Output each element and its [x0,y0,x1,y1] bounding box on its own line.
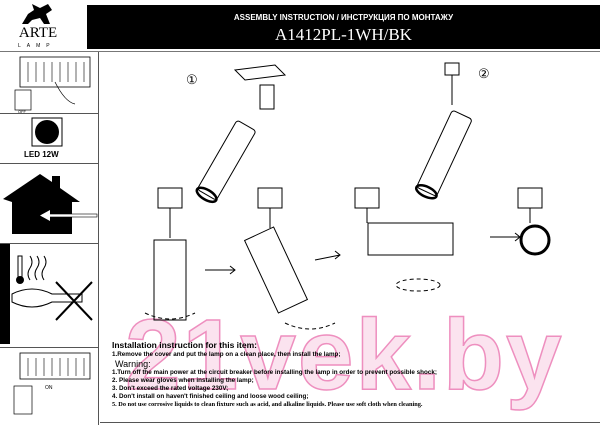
lamp-c [354,187,454,256]
warning-item: 2. Please wear gloves when installing th… [112,377,254,384]
lamp-a [153,187,187,321]
circuit-breaker-on-icon: ON [13,352,91,415]
svg-text:OFF: OFF [18,109,27,114]
rotate-arrow-2 [284,322,336,330]
house-indoor-icon [3,174,98,234]
document-subtitle: ASSEMBLY INSTRUCTION / ИНСТРУКЦИЯ ПО МОН… [233,13,454,22]
lamp-d [517,187,551,256]
rotate-arrow-3 [395,278,441,292]
arrow-2 [314,250,341,261]
track-adapter-step1 [233,64,287,110]
led-panel: LED 12W [0,114,98,164]
warning-item: 4. Don't install on haven't finished cei… [112,393,309,400]
bottom-divider [100,422,600,423]
step-2-marker: ② [478,66,490,81]
track-adapter-step2 [444,62,460,105]
warning-item: 3. Don't exceed the rated voltage 230V; [112,385,229,392]
instructions-title: Installation instruction for this item: [112,340,257,350]
rotate-arrow-1 [144,312,196,320]
warning-title: Warning: [115,359,151,369]
instruction-step: 1.Remove the cover and put the lamp on a… [112,351,341,358]
warning-item: 1.Turn off the main power at the circuit… [112,369,437,376]
arrow-3 [490,232,521,242]
logo-text: ARTE [18,25,58,41]
lamp-step2 [414,110,472,200]
lamp-step1 [195,120,256,204]
logo-subtext: LAMP [18,43,56,49]
assembly-diagram [144,62,551,330]
instructions-block: Installation instruction for this item: … [112,340,600,409]
brand-logo: ARTE LAMP [8,2,78,50]
heat-warning-icon [11,255,93,321]
side-bar [0,244,10,344]
lamp-b [243,187,309,314]
step-1-marker: ① [186,72,198,87]
header-bar: ASSEMBLY INSTRUCTION / ИНСТРУКЦИЯ ПО МОН… [87,5,600,49]
model-number: A1412PL-1WH/BK [275,25,412,44]
circuit-breaker-icon: OFF [14,56,91,114]
led-power-label: LED 12W [24,150,59,159]
svg-text:ON: ON [45,385,53,391]
left-icon-panel: OFF LED 12W ON [0,52,99,425]
led-chip-icon [31,117,63,147]
circuit-breaker-on-panel: ON [0,348,98,425]
arrow-1 [205,265,236,275]
divider [0,51,600,52]
griffin-icon [22,4,52,24]
warning-item: 5. Do not use corrosive liquids to clean… [112,401,423,408]
circuit-breaker-off-panel: OFF [0,52,98,114]
no-heat-panel [0,244,98,348]
indoor-use-panel [0,164,98,244]
